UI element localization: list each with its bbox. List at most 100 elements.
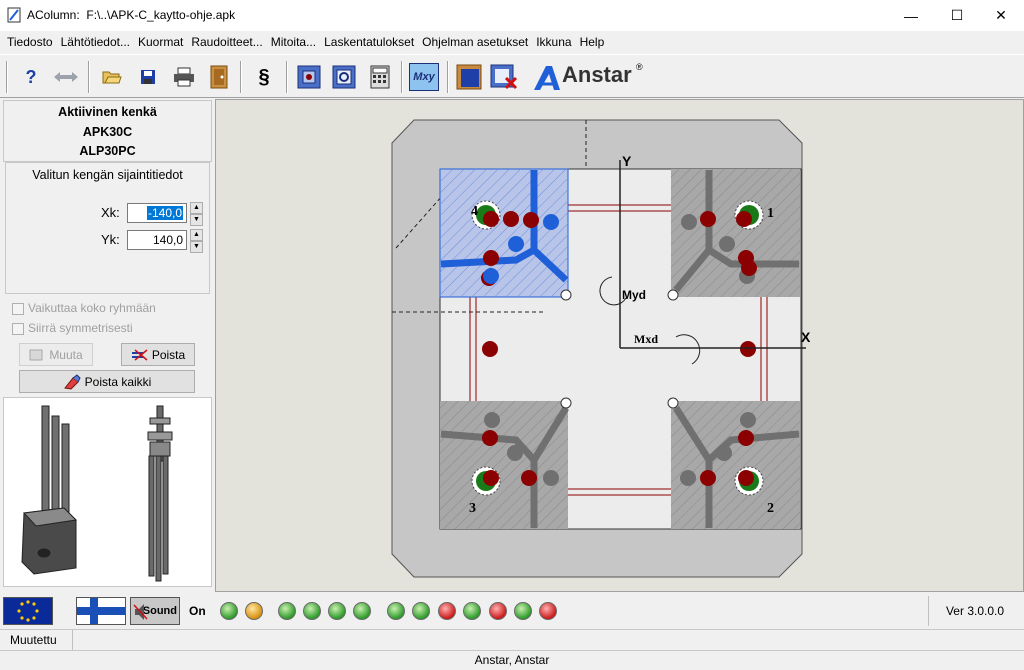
edit-icon: [29, 349, 43, 360]
sound-state: On: [189, 604, 206, 618]
minimize-button[interactable]: —: [904, 7, 918, 24]
window-icon[interactable]: [455, 63, 483, 91]
maximize-button[interactable]: ☐: [950, 7, 964, 23]
shoe-3[interactable]: [440, 397, 572, 529]
rebar: [740, 341, 756, 357]
status-led: [539, 602, 557, 620]
eraser-icon: [63, 373, 81, 390]
yk-label: Yk:: [101, 232, 120, 247]
toolbar-separator: [447, 61, 449, 93]
status-led: [514, 602, 532, 620]
app-icon: [7, 7, 21, 23]
shoe-1[interactable]: [667, 169, 800, 301]
corner-label-1: 1: [767, 206, 774, 221]
brand-name: Anstar: [562, 62, 632, 87]
stirrup: [469, 204, 768, 496]
rebar: [482, 341, 498, 357]
status-led: [387, 602, 405, 620]
corner-label-4: 4: [471, 204, 478, 219]
delete-shoes-icon[interactable]: [490, 63, 518, 91]
active-shoe-rebar: ALP30PC: [79, 144, 136, 158]
menu-help[interactable]: Help: [579, 35, 605, 49]
menu-lahtotiedot[interactable]: Lähtötiedot...: [60, 35, 130, 49]
column-section-drawing: Y X Myd Mxd 1 2 3 4: [391, 119, 811, 578]
menu-ikkuna[interactable]: Ikkuna: [536, 35, 572, 49]
drawing-canvas[interactable]: Y X Myd Mxd 1 2 3 4: [215, 99, 1024, 592]
version-label: Ver 3.0.0.0: [928, 596, 1021, 626]
mxd-label: Mxd: [634, 332, 658, 346]
shoe-4[interactable]: [439, 168, 572, 301]
status-led: [303, 602, 321, 620]
menu-bar: Tiedosto Lähtötiedot... Kuormat Raudoitt…: [0, 31, 1024, 53]
delete-button[interactable]: Poista: [121, 343, 195, 366]
status-led: [353, 602, 371, 620]
location-group: Valitun kengän sijaintitiedot Xk: -140,0…: [5, 162, 210, 294]
save-icon[interactable]: [134, 63, 162, 91]
close-button[interactable]: ✕: [995, 7, 1007, 23]
delete-all-button[interactable]: Poista kaikki: [19, 370, 195, 393]
title-bar: AColumn: F:\..\APK-C_kaytto-ohje.apk — ☐…: [0, 0, 1024, 31]
status-led: [412, 602, 430, 620]
column-shoe-illustration: [21, 405, 173, 582]
finnish-flag-icon[interactable]: [76, 597, 126, 625]
section-view-icon[interactable]: [330, 63, 358, 91]
symmetric-checkbox[interactable]: [12, 323, 24, 335]
edit-button[interactable]: Muuta: [19, 343, 93, 366]
xk-label: Xk:: [101, 205, 120, 220]
location-group-title: Valitun kengän sijaintitiedot: [32, 168, 183, 182]
toolbar: ? § Mxy Anstar ®: [0, 54, 1024, 98]
back-forward-icon[interactable]: [52, 63, 80, 91]
toolbar-separator: [240, 61, 242, 93]
window-title: AColumn: F:\..\APK-C_kaytto-ohje.apk: [27, 8, 236, 22]
menu-mitoita[interactable]: Mitoita...: [270, 35, 317, 49]
menu-raudoitteet[interactable]: Raudoitteet...: [191, 35, 263, 49]
symmetric-checkbox-label: Siirrä symmetrisesti: [28, 321, 133, 335]
footer-bar: Anstar, Anstar: [0, 650, 1024, 670]
group-checkbox-label: Vaikuttaa koko ryhmään: [28, 301, 156, 315]
shoe-2[interactable]: [667, 397, 800, 529]
status-bar: Sound On Ver 3.0.0.0: [0, 593, 1024, 629]
exit-door-icon[interactable]: [205, 63, 233, 91]
delete-icon: [131, 348, 148, 361]
status-divider: [72, 630, 73, 650]
mxd-arrow: [675, 334, 701, 365]
brand-registered: ®: [636, 62, 643, 72]
myd-arrow: [599, 276, 627, 306]
toolbar-separator: [88, 61, 90, 93]
myd-label: Myd: [622, 288, 646, 302]
toolbar-separator: [286, 61, 288, 93]
shoe-preview: [3, 397, 212, 587]
open-folder-icon[interactable]: [98, 63, 126, 91]
status-led: [489, 602, 507, 620]
paragraph-icon[interactable]: §: [258, 65, 270, 88]
toolbar-separator: [401, 61, 403, 93]
menu-ohjelman-asetukset[interactable]: Ohjelman asetukset: [422, 35, 529, 49]
corner-label-3: 3: [469, 501, 476, 516]
sound-button[interactable]: Sound: [130, 597, 180, 625]
xk-value: -140,0: [146, 206, 183, 220]
group-checkbox[interactable]: [12, 303, 24, 315]
y-axis-label: Y: [622, 153, 632, 169]
menu-kuormat[interactable]: Kuormat: [137, 35, 184, 49]
modified-row: Muutettu: [0, 629, 1024, 650]
menu-laskentatulokset[interactable]: Laskentatulokset: [324, 35, 415, 49]
xk-input[interactable]: -140,0: [127, 203, 187, 223]
xk-spinner[interactable]: ▲▼: [190, 202, 203, 226]
active-shoe-type: APK30C: [82, 125, 133, 139]
eu-flag-icon[interactable]: [3, 597, 53, 625]
status-led: [328, 602, 346, 620]
status-led: [245, 602, 263, 620]
active-shoe-box: Aktiivinen kenkä APK30C ALP30PC: [3, 100, 212, 162]
toolbar-separator: [6, 61, 8, 93]
modified-status: Muutettu: [10, 633, 57, 647]
yk-input[interactable]: 140,0: [127, 230, 187, 250]
mxy-button[interactable]: Mxy: [409, 63, 439, 91]
menu-tiedosto[interactable]: Tiedosto: [7, 35, 53, 49]
column-geometry-icon[interactable]: [295, 63, 323, 91]
anstar-logo: Anstar ®: [532, 62, 643, 92]
speaker-icon: [133, 604, 148, 620]
help-icon[interactable]: ?: [25, 66, 37, 87]
calculator-icon[interactable]: [366, 63, 394, 91]
yk-spinner[interactable]: ▲▼: [190, 229, 203, 253]
print-icon[interactable]: [170, 63, 198, 91]
